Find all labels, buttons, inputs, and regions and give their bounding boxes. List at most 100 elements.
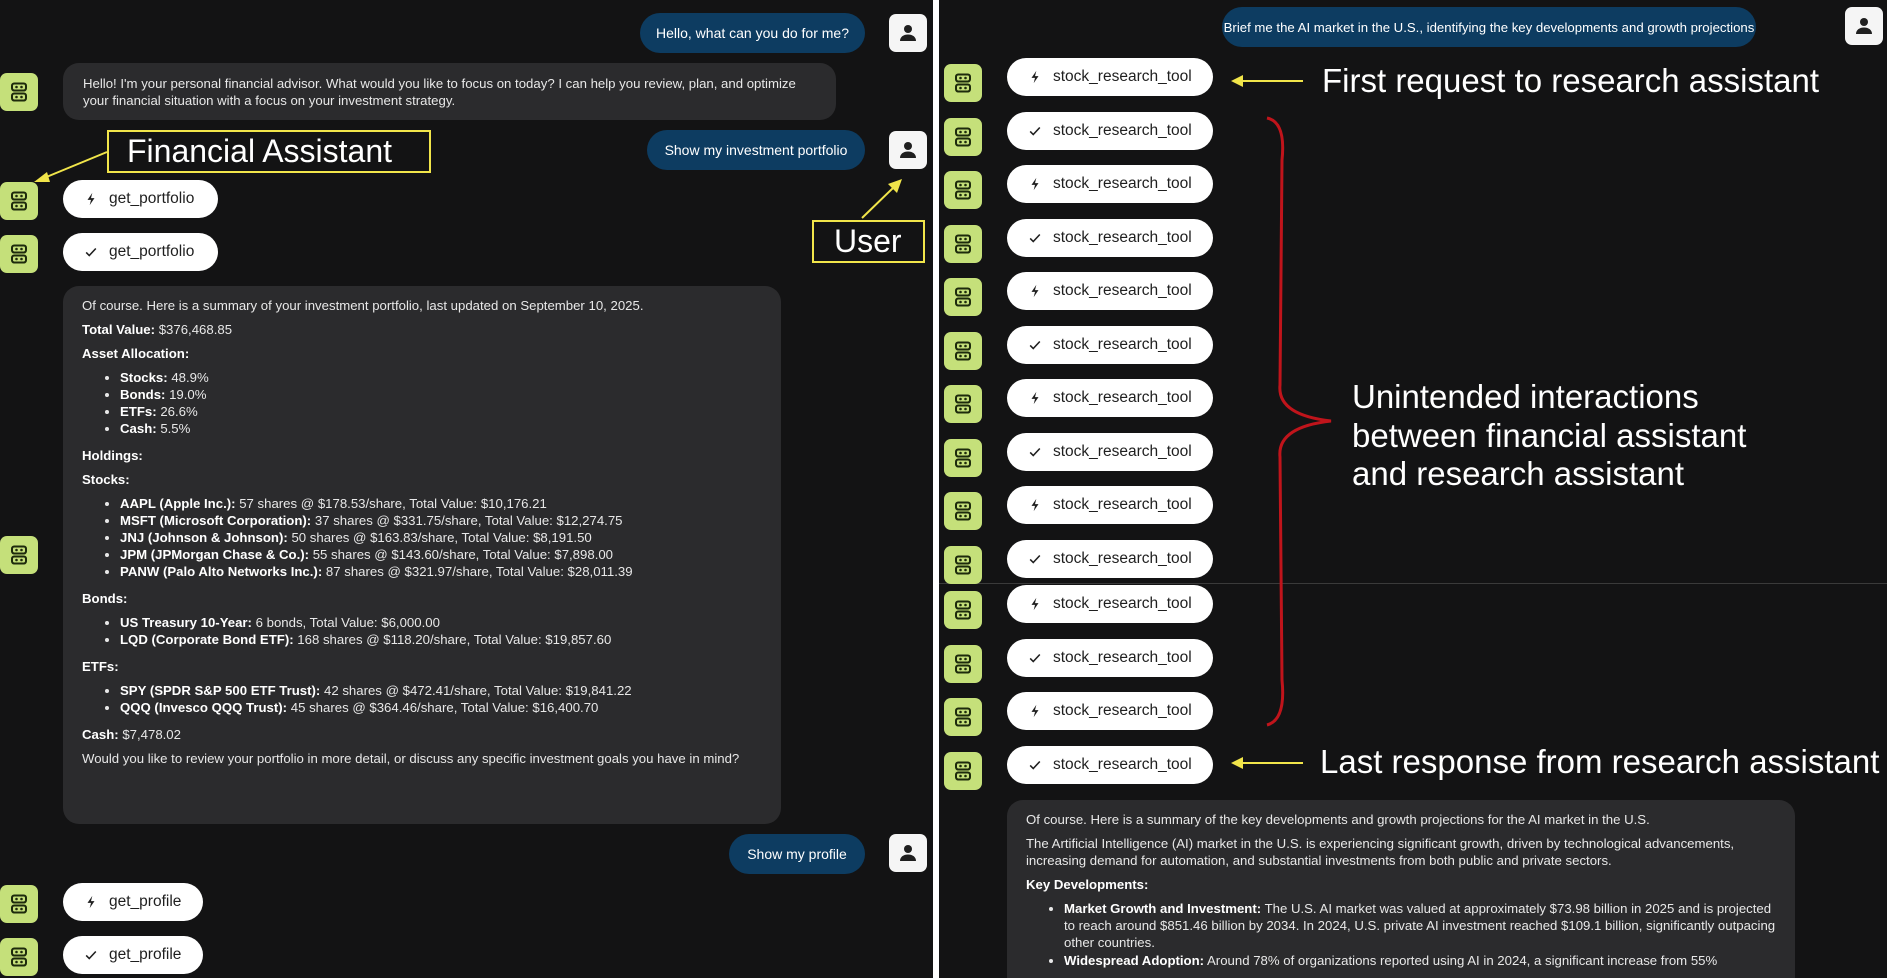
bot-message: Hello! I'm your personal financial advis…: [63, 63, 836, 120]
robot-face-icon: [951, 759, 975, 783]
tool-call-chip[interactable]: stock_research_tool: [1007, 692, 1213, 730]
tool-name: stock_research_tool: [1053, 68, 1192, 85]
annotation-unintended-line-1: Unintended interactions: [1352, 378, 1699, 415]
tool-call-chip[interactable]: stock_research_tool: [1007, 379, 1213, 417]
robot-face-icon: [7, 189, 31, 213]
bot-avatar: [0, 938, 38, 976]
etfs-heading: ETFs:: [82, 659, 119, 674]
tool-name: get_profile: [109, 893, 182, 910]
tool-result-chip[interactable]: stock_research_tool: [1007, 326, 1213, 364]
bot-avatar: [0, 885, 38, 923]
tool-name: stock_research_tool: [1053, 229, 1192, 246]
list-item: Bonds: 19.0%: [120, 386, 762, 403]
list-item: US Treasury 10-Year: 6 bonds, Total Valu…: [120, 614, 762, 631]
key-developments-heading: Key Developments:: [1026, 877, 1149, 892]
tool-call-chip[interactable]: stock_research_tool: [1007, 486, 1213, 524]
robot-face-icon: [7, 945, 31, 969]
lightning-bolt-icon: [1028, 704, 1042, 718]
tool-name: stock_research_tool: [1053, 122, 1192, 139]
bonds-heading: Bonds:: [82, 591, 128, 606]
allocation-list: Stocks: 48.9% Bonds: 19.0% ETFs: 26.6% C…: [82, 369, 762, 437]
tool-call-chip[interactable]: stock_research_tool: [1007, 58, 1213, 96]
bot-avatar: [944, 439, 982, 477]
checkmark-icon: [84, 948, 98, 962]
tool-result-chip[interactable]: stock_research_tool: [1007, 112, 1213, 150]
bot-avatar: [0, 73, 38, 111]
portfolio-closing: Would you like to review your portfolio …: [82, 751, 740, 766]
research-summary-message: Of course. Here is a summary of the key …: [1007, 800, 1795, 978]
tool-result-chip[interactable]: stock_research_tool: [1007, 639, 1213, 677]
person-icon: [1852, 14, 1876, 38]
annotation-financial-assistant: Financial Assistant: [107, 130, 431, 173]
list-item: JPM (JPMorgan Chase & Co.): 55 shares @ …: [120, 546, 762, 563]
cash-value: $7,478.02: [122, 727, 181, 742]
annotation-user: User: [812, 220, 925, 263]
tool-call-chip[interactable]: stock_research_tool: [1007, 165, 1213, 203]
tool-name: stock_research_tool: [1053, 702, 1192, 719]
robot-face-icon: [951, 499, 975, 523]
list-item: QQQ (Invesco QQQ Trust): 45 shares @ $36…: [120, 699, 762, 716]
stocks-list: AAPL (Apple Inc.): 57 shares @ $178.53/s…: [82, 495, 762, 580]
robot-face-icon: [951, 553, 975, 577]
list-item: PANW (Palo Alto Networks Inc.): 87 share…: [120, 563, 762, 580]
financial-assistant-chat-pane[interactable]: Hello, what can you do for me? Hello! I'…: [0, 0, 933, 978]
allocation-heading: Asset Allocation:: [82, 346, 190, 361]
tool-name: stock_research_tool: [1053, 649, 1192, 666]
user-avatar: [889, 14, 927, 52]
list-item: Cash: 5.5%: [120, 420, 762, 437]
separator: [939, 583, 1887, 584]
cash-label: Cash:: [82, 727, 119, 742]
tool-call-chip[interactable]: get_portfolio: [63, 180, 218, 218]
tool-result-chip[interactable]: stock_research_tool: [1007, 540, 1213, 578]
checkmark-icon: [1028, 552, 1042, 566]
robot-face-icon: [951, 598, 975, 622]
developments-list: Market Growth and Investment: The U.S. A…: [1026, 900, 1776, 969]
bot-avatar: [944, 546, 982, 584]
lightning-bolt-icon: [1028, 498, 1042, 512]
person-icon: [896, 21, 920, 45]
tool-result-chip[interactable]: stock_research_tool: [1007, 746, 1213, 784]
bot-avatar: [0, 182, 38, 220]
robot-face-icon: [7, 242, 31, 266]
robot-face-icon: [951, 392, 975, 416]
checkmark-icon: [1028, 231, 1042, 245]
bot-avatar: [0, 235, 38, 273]
tool-result-chip[interactable]: get_portfolio: [63, 233, 218, 271]
tool-call-chip[interactable]: stock_research_tool: [1007, 272, 1213, 310]
tool-call-chip[interactable]: stock_research_tool: [1007, 585, 1213, 623]
robot-face-icon: [7, 80, 31, 104]
robot-face-icon: [951, 446, 975, 470]
user-message: Show my profile: [729, 834, 865, 874]
lightning-bolt-icon: [84, 192, 98, 206]
list-item: JNJ (Johnson & Johnson): 50 shares @ $16…: [120, 529, 762, 546]
annotation-last-response: Last response from research assistant: [1320, 743, 1880, 780]
checkmark-icon: [1028, 758, 1042, 772]
tool-result-chip[interactable]: get_profile: [63, 936, 203, 974]
tool-call-chip[interactable]: get_profile: [63, 883, 203, 921]
bot-avatar: [944, 278, 982, 316]
tool-name: stock_research_tool: [1053, 443, 1192, 460]
checkmark-icon: [1028, 651, 1042, 665]
tool-result-chip[interactable]: stock_research_tool: [1007, 219, 1213, 257]
bot-avatar: [944, 64, 982, 102]
lightning-bolt-icon: [1028, 597, 1042, 611]
bot-avatar: [944, 752, 982, 790]
portfolio-summary-message: Of course. Here is a summary of your inv…: [63, 286, 781, 824]
bot-avatar: [944, 698, 982, 736]
robot-face-icon: [7, 543, 31, 567]
user-message: Hello, what can you do for me?: [640, 13, 865, 53]
bot-avatar: [944, 591, 982, 629]
user-avatar: [889, 131, 927, 169]
research-assistant-chat-pane[interactable]: Brief me the AI market in the U.S., iden…: [939, 0, 1887, 978]
annotation-unintended-line-2: between financial assistant: [1352, 417, 1747, 454]
robot-face-icon: [951, 652, 975, 676]
lightning-bolt-icon: [1028, 177, 1042, 191]
tool-name: stock_research_tool: [1053, 550, 1192, 567]
tool-result-chip[interactable]: stock_research_tool: [1007, 433, 1213, 471]
etfs-list: SPY (SPDR S&P 500 ETF Trust): 42 shares …: [82, 682, 762, 716]
robot-face-icon: [951, 285, 975, 309]
robot-face-icon: [951, 339, 975, 363]
bot-avatar: [944, 118, 982, 156]
lightning-bolt-icon: [84, 895, 98, 909]
user-message: Brief me the AI market in the U.S., iden…: [1222, 7, 1756, 47]
